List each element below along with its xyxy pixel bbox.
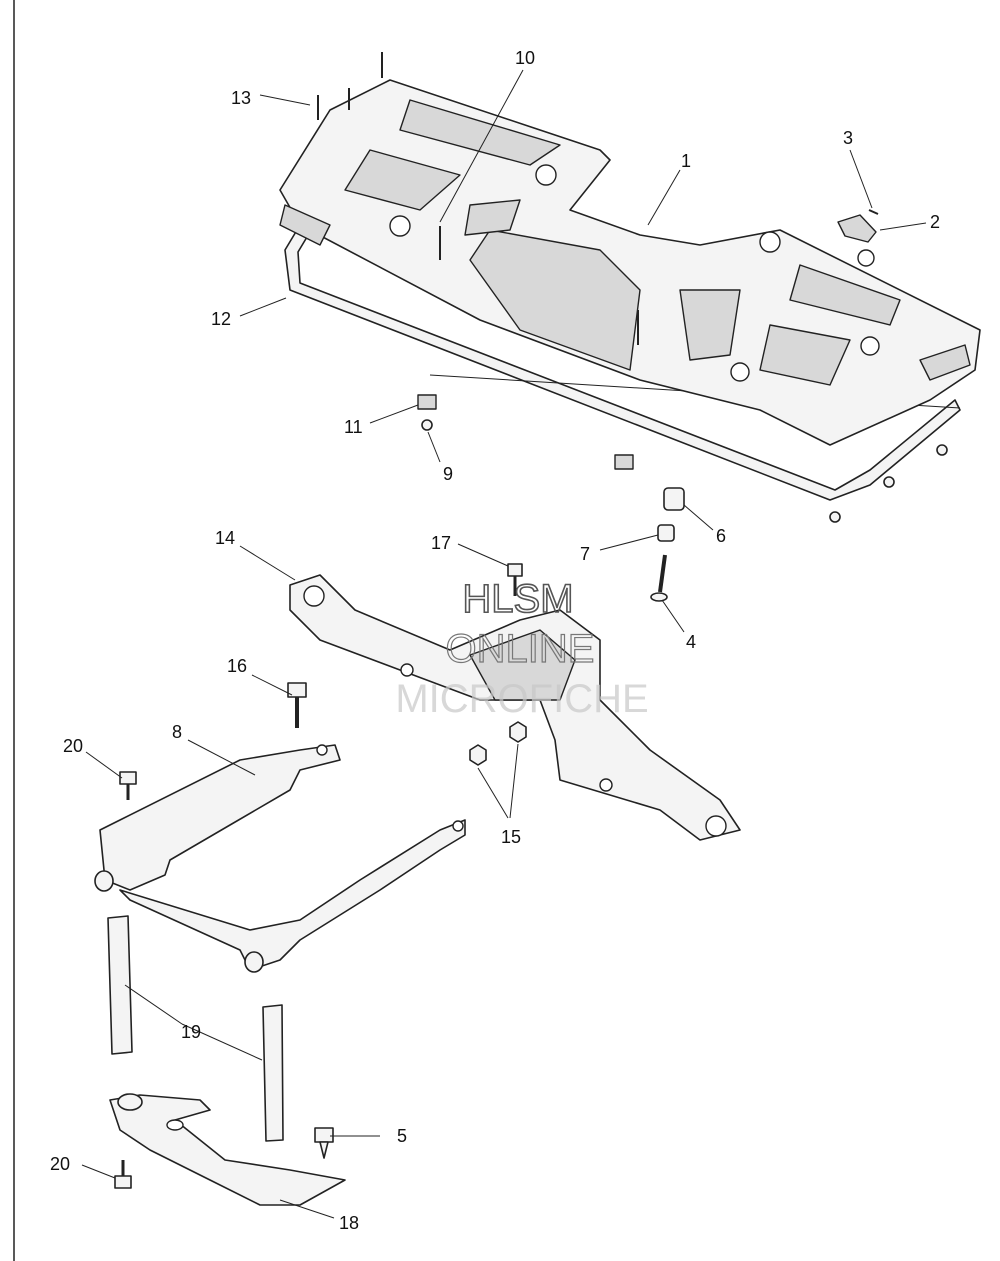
callout-13: 13 [231,88,251,108]
callout-5: 5 [397,1126,407,1146]
callout-20-upper: 20 [63,736,83,756]
bolt-4[interactable] [650,554,668,602]
rack-1[interactable] [279,79,981,446]
callout-6: 6 [716,526,726,546]
callout-9: 9 [443,464,453,484]
leader-lines [81,69,927,1219]
callout-10: 10 [515,48,535,68]
bolt-20-lower[interactable] [114,1160,132,1189]
callout-labels: 1 2 3 4 5 6 7 8 9 10 11 12 13 14 15 16 1… [50,48,940,1233]
bushing-6[interactable] [663,487,685,511]
bars-19[interactable] [107,915,284,1142]
callout-19: 19 [181,1022,201,1042]
callout-18: 18 [339,1213,359,1233]
watermark: HLSM ONLINE MICROFICHE [395,576,648,721]
watermark-line1: HLSM [462,577,573,621]
bolt-20-upper[interactable] [119,771,137,800]
bolt-5[interactable] [314,1127,334,1159]
watermark-line2: ONLINE [446,627,595,671]
callout-12: 12 [211,309,231,329]
callout-11: 11 [344,417,363,437]
watermark-line3: MICROFICHE [395,677,648,721]
callout-15: 15 [501,827,521,847]
callout-2: 2 [930,212,940,232]
callout-7: 7 [580,544,590,564]
callout-20-lower: 20 [50,1154,70,1174]
bracket-18[interactable] [109,1093,346,1206]
nut-9[interactable] [421,419,948,523]
bracket-14[interactable] [289,574,741,841]
clip-2[interactable] [837,214,877,243]
frame-8[interactable] [94,744,466,973]
callout-14: 14 [215,528,235,548]
pin-3[interactable] [868,209,879,215]
screws-13[interactable] [317,52,639,345]
callout-8: 8 [172,722,182,742]
callout-4: 4 [686,632,696,652]
nuts-15[interactable] [469,721,527,766]
spacer-7[interactable] [657,524,675,542]
bolt-16[interactable] [287,682,307,728]
callout-17: 17 [431,533,451,553]
callout-1: 1 [681,151,691,171]
callout-16: 16 [227,656,247,676]
callout-3: 3 [843,128,853,148]
clip-11[interactable] [417,394,634,470]
bolt-17[interactable] [507,563,523,596]
